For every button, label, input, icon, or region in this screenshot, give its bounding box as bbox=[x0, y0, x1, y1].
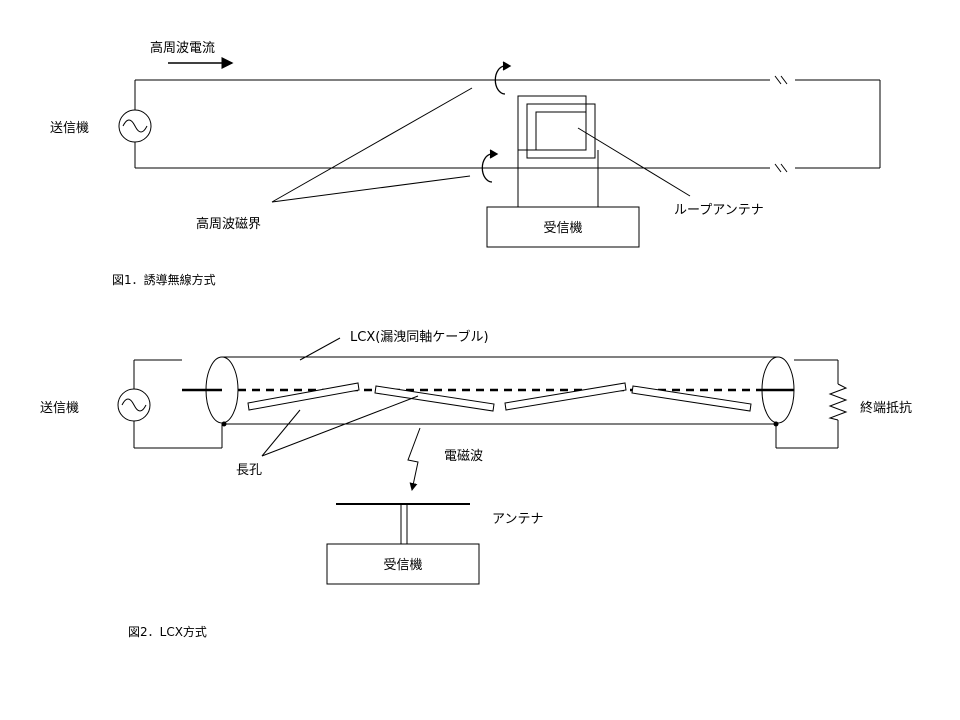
slot-1 bbox=[247, 382, 360, 411]
loop-antenna-pointer bbox=[577, 127, 691, 197]
shield-node-left bbox=[221, 421, 227, 427]
lcx-pointer bbox=[299, 337, 341, 361]
ac-source-icon-1 bbox=[118, 109, 152, 143]
label-receiver-1: 受信機 bbox=[543, 221, 582, 236]
cable-slots bbox=[247, 382, 752, 412]
label-antenna: アンテナ bbox=[492, 512, 543, 527]
label-magnetic-field: 高周波磁界 bbox=[196, 216, 261, 232]
magnetic-field-icon-top bbox=[494, 61, 512, 95]
label-loop-antenna: ループアンテナ bbox=[674, 203, 764, 218]
termination-wiring bbox=[775, 359, 839, 449]
figure-1-induction-radio: 高周波電流 送信機 bbox=[50, 40, 881, 287]
slot-2 bbox=[374, 385, 495, 412]
ac-source-icon-2 bbox=[117, 388, 151, 422]
loop-antenna-icon bbox=[517, 95, 599, 207]
label-slot: 長孔 bbox=[236, 463, 262, 478]
label-lcx: LCX(漏洩同軸ケーブル) bbox=[350, 329, 489, 345]
receiver-box-1 bbox=[486, 206, 640, 248]
caption-figure-2: 図2．LCX方式 bbox=[128, 624, 207, 639]
antenna-icon bbox=[336, 503, 470, 544]
magnetic-pointers bbox=[271, 87, 473, 203]
label-transmitter-2: 送信機 bbox=[40, 401, 79, 416]
label-receiver-2: 受信機 bbox=[383, 558, 422, 573]
resistor-icon bbox=[828, 383, 848, 421]
transmitter-wiring-2 bbox=[133, 359, 223, 449]
label-transmitter-1: 送信機 bbox=[50, 121, 89, 136]
slot-pointers bbox=[261, 395, 419, 457]
label-termination: 終端抵抗 bbox=[860, 400, 912, 416]
label-hf-current: 高周波電流 bbox=[150, 40, 215, 56]
slot-4 bbox=[631, 385, 752, 412]
caption-figure-1: 図1．誘導無線方式 bbox=[112, 272, 216, 287]
wire-break-marks-1 bbox=[774, 75, 788, 173]
figure-2-lcx: LCX(漏洩同軸ケーブル) 送信機 bbox=[40, 329, 912, 639]
slot-3 bbox=[504, 382, 627, 411]
induction-wire bbox=[134, 79, 881, 169]
receiver-box-2 bbox=[326, 543, 480, 585]
magnetic-field-icon-bottom bbox=[481, 149, 499, 183]
label-em-wave: 電磁波 bbox=[444, 449, 483, 464]
em-wave-arrow bbox=[407, 427, 421, 491]
